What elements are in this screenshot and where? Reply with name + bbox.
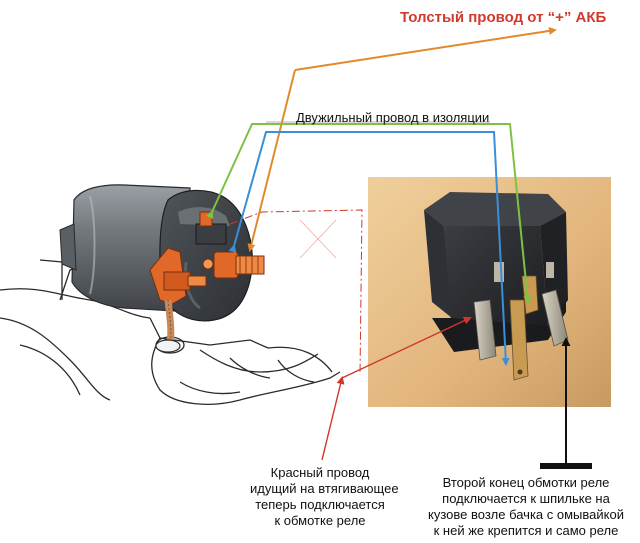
red-wire-arrow-to-relay bbox=[341, 316, 472, 379]
second-end-note-line: Второй конец обмотки реле bbox=[442, 475, 610, 490]
second-end-note: Второй конец обмотки реле подключается к… bbox=[420, 475, 632, 539]
blue-wire bbox=[228, 131, 510, 366]
thick-wire-arrow-down bbox=[247, 69, 296, 252]
second-end-note-line: к ней же крепится и само реле bbox=[433, 523, 619, 538]
ground-wire bbox=[540, 337, 592, 469]
starter-wire-lead bbox=[155, 299, 181, 353]
second-end-note-line: подключается к шпильке на bbox=[442, 491, 610, 506]
red-wire-note-line: теперь подключается bbox=[255, 497, 385, 512]
thick-wire-arrow-up bbox=[294, 26, 557, 71]
second-end-note-line: кузове возле бачка с омывайкой bbox=[428, 507, 624, 522]
red-wire-note: Красный провод идущий на втягивающее теп… bbox=[250, 465, 399, 529]
red-wire-note-line: к обмотке реле bbox=[274, 513, 366, 528]
red-wire-arrow-from-label bbox=[321, 376, 345, 461]
red-wire-note-line: Красный провод bbox=[270, 465, 370, 480]
green-wire bbox=[205, 123, 532, 304]
twin-cable-label: Двужильный провод в изоляции bbox=[296, 110, 490, 125]
red-wire-note-line: идущий на втягивающее bbox=[250, 481, 399, 496]
red-guide-line bbox=[229, 209, 363, 376]
thick-wire-label: Толстый провод от “+” АКБ bbox=[400, 9, 607, 26]
relay-photo bbox=[368, 177, 611, 407]
